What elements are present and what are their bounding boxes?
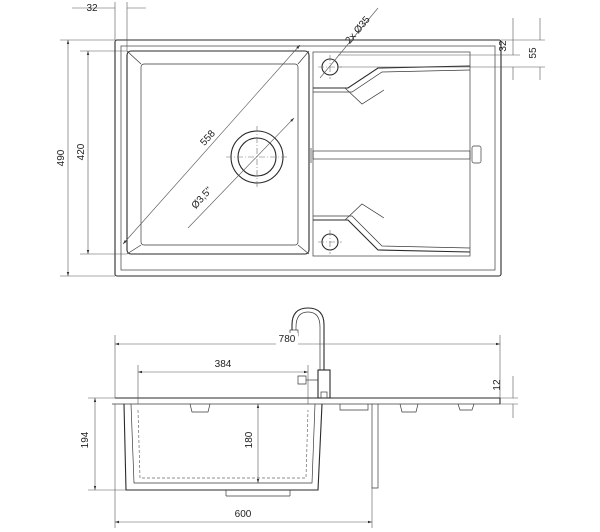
dim-rim: 12 bbox=[492, 379, 503, 391]
dim-holes: 2x Ø35 bbox=[344, 14, 373, 46]
bowl-section bbox=[123, 403, 323, 491]
overflow bbox=[471, 145, 482, 164]
clip bbox=[457, 403, 475, 411]
side-view: 780 384 12 194 180 600 bbox=[80, 307, 518, 528]
clip bbox=[399, 403, 419, 413]
dim-base-width: 600 bbox=[235, 509, 252, 520]
dim-right-55: 55 bbox=[528, 47, 539, 59]
dim-edge-offset: 32 bbox=[86, 3, 98, 14]
dim-right-32: 32 bbox=[498, 40, 509, 52]
dim-bowl-depth: 180 bbox=[244, 431, 255, 448]
drainer-rib bbox=[312, 150, 471, 160]
bowl-floor bbox=[140, 63, 299, 246]
sink-inner-rim bbox=[120, 45, 496, 271]
sink-outline bbox=[114, 39, 502, 277]
clip bbox=[189, 403, 211, 413]
drainer-channel-upper bbox=[313, 65, 471, 89]
top-view: 490 420 32 32 55 558 2x Ø35 Ø3,5" bbox=[56, 2, 545, 277]
dim-bowl-width: 384 bbox=[215, 359, 232, 370]
drainer-channel-lower bbox=[313, 219, 471, 253]
bowl-outline bbox=[126, 50, 310, 255]
dim-overall-length: 780 bbox=[279, 334, 296, 345]
dim-outer-height: 490 bbox=[56, 149, 67, 166]
dim-bowl-height: 420 bbox=[76, 143, 87, 160]
dim-drain: Ø3,5" bbox=[190, 185, 215, 211]
drainer-area bbox=[312, 51, 471, 257]
dim-total-depth: 194 bbox=[80, 431, 91, 448]
dim-diagonal: 558 bbox=[198, 128, 218, 148]
faucet-icon bbox=[289, 307, 331, 399]
